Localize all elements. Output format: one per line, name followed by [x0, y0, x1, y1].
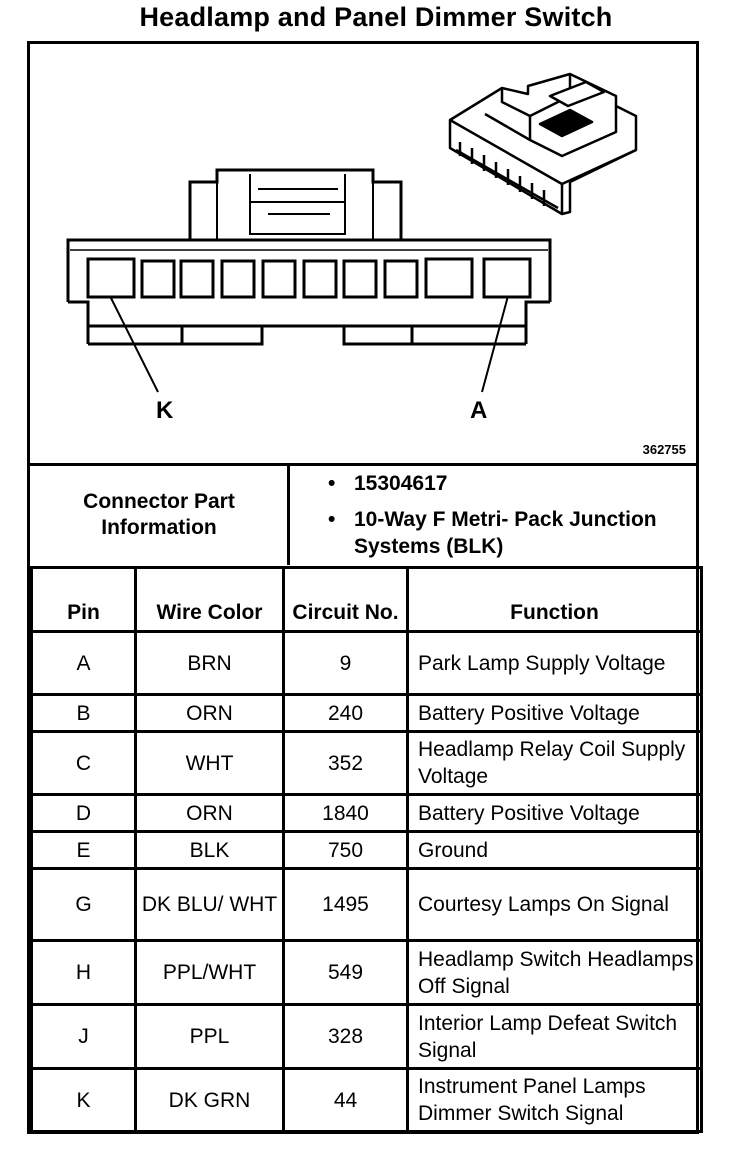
function-cell: Courtesy Lamps On Signal [406, 867, 703, 942]
connector-drawing: K A [66, 72, 638, 424]
circuit-cell: 44 [282, 1067, 409, 1133]
function-cell: Interior Lamp Defeat Switch Signal [406, 1003, 703, 1070]
table-row: J PPL 328 Interior Lamp Defeat Switch Si… [30, 1003, 703, 1070]
header-function: Function [406, 566, 703, 633]
connector-diagram: K A [30, 44, 696, 464]
pin-cell: H [30, 939, 137, 1006]
function-cell: Headlamp Switch Headlamps Off Signal [406, 939, 703, 1006]
connector-body [66, 238, 552, 302]
table-row: K DK GRN 44 Instrument Panel Lamps Dimme… [30, 1067, 703, 1133]
wire-color-cell: DK GRN [134, 1067, 285, 1133]
header-wire-color: Wire Color [134, 566, 285, 633]
wire-color-cell: DK BLU/ WHT [134, 867, 285, 942]
header-circuit: Circuit No. [282, 566, 409, 633]
header-pin: Pin [30, 566, 137, 633]
bullet-icon: • [328, 508, 336, 531]
pin-cell: C [30, 730, 137, 796]
table-row: A BRN 9 Park Lamp Supply Voltage [30, 630, 703, 696]
leader-line-a [481, 295, 509, 393]
connector-isometric-view [448, 72, 638, 216]
table-row: G DK BLU/ WHT 1495 Courtesy Lamps On Sig… [30, 867, 703, 942]
table-row: B ORN 240 Battery Positive Voltage [30, 693, 703, 733]
connector-tab-left [180, 326, 264, 346]
pin-cell: D [30, 793, 137, 833]
callout-a-label: A [470, 397, 487, 424]
pin-cell: J [30, 1003, 137, 1070]
connector-latch [188, 168, 403, 240]
page-title: Headlamp and Panel Dimmer Switch [139, 2, 613, 32]
pin-cell: K [30, 1067, 137, 1133]
wire-color-cell: ORN [134, 693, 285, 733]
connector-info-label: Connector Part Information [83, 489, 235, 539]
callout-k-label: K [156, 397, 174, 424]
pin-cell: E [30, 830, 137, 870]
circuit-cell: 1495 [282, 867, 409, 942]
figure-number: 362755 [642, 442, 686, 457]
connector-tab-right [342, 326, 414, 346]
connector-description: 10-Way F Metri- Pack Junction Systems (B… [354, 508, 657, 558]
wire-color-cell: BRN [134, 630, 285, 696]
bullet-icon: • [328, 472, 336, 495]
pin-cell: B [30, 693, 137, 733]
wire-color-cell: PPL/WHT [134, 939, 285, 1006]
table-row: H PPL/WHT 549 Headlamp Switch Headlamps … [30, 939, 703, 1006]
wire-color-cell: ORN [134, 793, 285, 833]
circuit-cell: 549 [282, 939, 409, 1006]
pin-cell: A [30, 630, 137, 696]
circuit-cell: 240 [282, 693, 409, 733]
function-cell: Ground [406, 830, 703, 870]
leader-line-k [109, 295, 159, 393]
wire-color-cell: WHT [134, 730, 285, 796]
circuit-cell: 328 [282, 1003, 409, 1070]
function-cell: Park Lamp Supply Voltage [406, 630, 703, 696]
wire-color-cell: PPL [134, 1003, 285, 1070]
pin-cell: G [30, 867, 137, 942]
part-number: 15304617 [354, 472, 448, 495]
table-row: D ORN 1840 Battery Positive Voltage [30, 793, 703, 833]
function-cell: Instrument Panel Lamps Dimmer Switch Sig… [406, 1067, 703, 1133]
function-cell: Battery Positive Voltage [406, 793, 703, 833]
function-cell: Headlamp Relay Coil Supply Voltage [406, 730, 703, 796]
pin-table: Pin Wire Color Circuit No. Function A BR… [30, 566, 703, 1133]
table-header-row: Pin Wire Color Circuit No. Function [30, 566, 703, 633]
wire-color-cell: BLK [134, 830, 285, 870]
table-row: E BLK 750 Ground [30, 830, 703, 870]
divider-info [287, 463, 290, 565]
circuit-cell: 750 [282, 830, 409, 870]
function-cell: Battery Positive Voltage [406, 693, 703, 733]
circuit-cell: 1840 [282, 793, 409, 833]
table-row: C WHT 352 Headlamp Relay Coil Supply Vol… [30, 730, 703, 796]
divider-diagram [27, 463, 699, 466]
circuit-cell: 9 [282, 630, 409, 696]
circuit-cell: 352 [282, 730, 409, 796]
